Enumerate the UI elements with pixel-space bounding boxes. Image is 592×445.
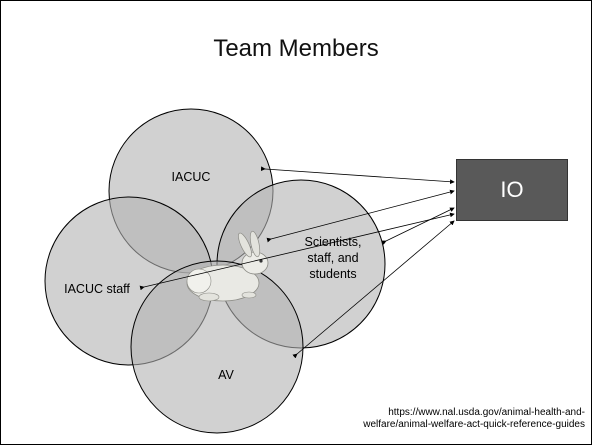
scientists-label-line2: staff, and	[307, 251, 359, 265]
iacuc-staff-label: IACUC staff	[64, 282, 130, 296]
iacuc-label: IACUC	[171, 170, 211, 184]
arrow-av-io	[292, 220, 455, 359]
io-box: IO	[456, 159, 568, 221]
scientists-label: Scientists, staff, and students	[293, 234, 373, 282]
av-label: AV	[218, 368, 234, 382]
scientists-label-line1: Scientists,	[304, 235, 362, 249]
source-line-1: https://www.nal.usda.gov/animal-health-a…	[388, 407, 585, 418]
arrow-scientists-io	[381, 207, 455, 245]
slide-title: Team Members	[213, 35, 379, 62]
source-citation: https://www.nal.usda.gov/animal-health-a…	[265, 407, 585, 431]
source-line-2: welfare/animal-welfare-act-quick-referen…	[363, 419, 585, 430]
scientists-label-line3: students	[309, 267, 357, 281]
arrow-iacuc-io	[260, 166, 455, 185]
